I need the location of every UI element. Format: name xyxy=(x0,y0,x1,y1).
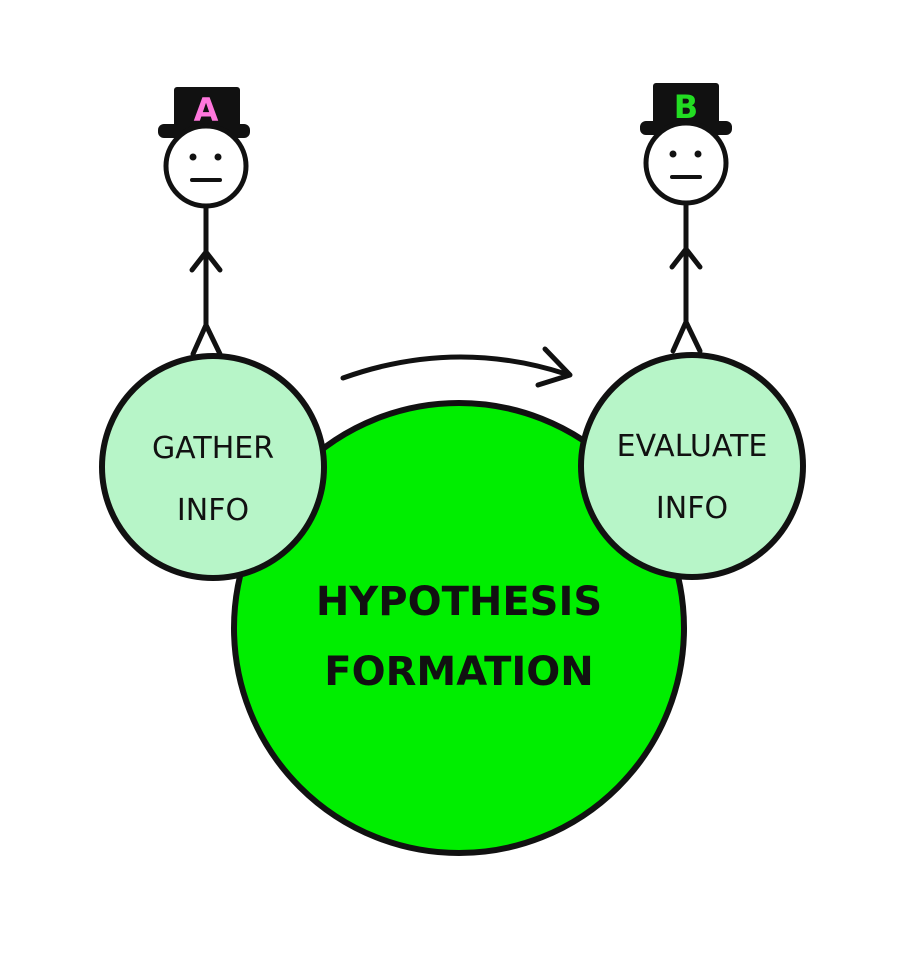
hat-letter-a: A xyxy=(194,91,219,129)
curved-arrow-icon xyxy=(340,346,573,388)
head-a xyxy=(163,123,249,209)
hypothesis-formation-label-line1: HYPOTHESIS xyxy=(316,579,602,625)
hat-letter-b: B xyxy=(674,88,698,126)
hypothesis-formation-circle xyxy=(231,400,687,856)
gather-info-label-line1: GATHER xyxy=(152,431,274,466)
stick-figure-a: A xyxy=(158,87,250,357)
gather-info-circle xyxy=(99,353,327,581)
hypothesis-formation-label-line2: FORMATION xyxy=(324,649,593,695)
evaluate-info-label-line2: INFO xyxy=(656,491,728,526)
head-b xyxy=(643,120,729,206)
evaluate-info-circle xyxy=(578,352,806,580)
gather-info-label-line2: INFO xyxy=(177,493,249,528)
evaluate-info-label-line1: EVALUATE xyxy=(617,429,768,464)
stick-figure-b: B xyxy=(640,83,732,354)
